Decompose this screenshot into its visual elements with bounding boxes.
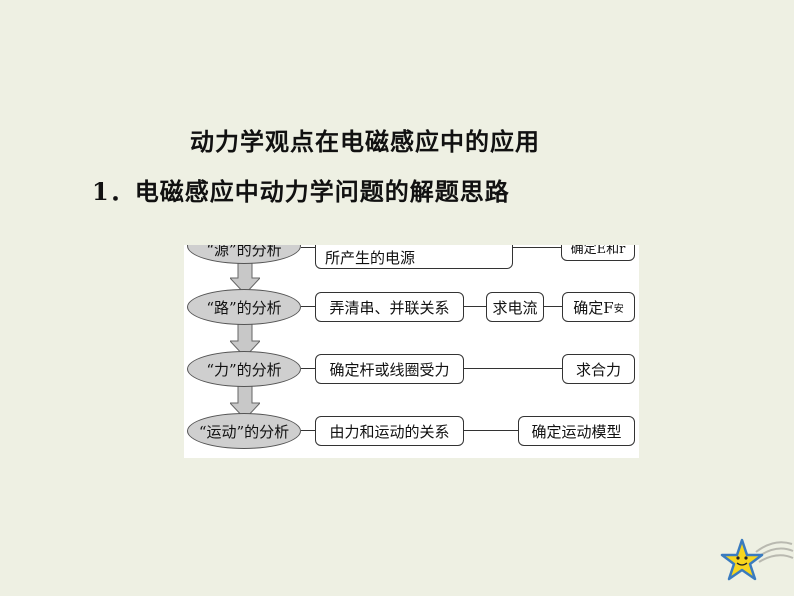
- ampere-subscript: 安: [613, 303, 624, 315]
- power-source-box: 所产生的电源: [315, 245, 513, 269]
- motion-model-box: 确定运动模型: [518, 416, 635, 446]
- force-motion-relation-label: 由力和运动的关系: [329, 422, 450, 441]
- resultant-force-box: 求合力: [562, 354, 635, 384]
- source-analysis-oval: “源”的分析: [187, 245, 301, 264]
- star-decoration-icon: [720, 538, 794, 581]
- force-motion-relation-box: 由力和运动的关系: [315, 416, 464, 446]
- slide-subtitle: 1．电磁感应中动力学问题的解题思路: [92, 177, 510, 206]
- series-parallel-box: 弄清串、并联关系: [315, 292, 464, 322]
- find-current-box: 求电流: [486, 292, 544, 322]
- find-current-label: 求电流: [492, 298, 538, 317]
- connector-line: [464, 368, 562, 369]
- connector-line: [464, 306, 486, 307]
- down-arrow-icon: [230, 323, 260, 357]
- circuit-analysis-oval: “路”的分析: [187, 289, 301, 325]
- slide-title: 动力学观点在电磁感应中的应用: [190, 127, 540, 156]
- flow-diagram: “源”的分析 所产生的电源 确定E和r “路”的分析 弄清串、并联关系 求电流 …: [184, 245, 639, 458]
- force-analysis-oval: “力”的分析: [187, 351, 301, 387]
- determine-e-r-label: 确定E和r: [570, 245, 626, 257]
- connector-line: [301, 247, 315, 248]
- rod-force-box: 确定杆或线圈受力: [315, 354, 464, 384]
- circuit-analysis-label: “路”的分析: [206, 298, 282, 317]
- power-source-label: 所产生的电源: [325, 248, 416, 267]
- connector-line: [513, 247, 561, 248]
- determine-force-label: 确定F: [573, 298, 614, 317]
- motion-analysis-label: “运动”的分析: [198, 422, 290, 441]
- motion-model-label: 确定运动模型: [531, 422, 622, 441]
- series-parallel-label: 弄清串、并联关系: [329, 298, 450, 317]
- determine-e-r-box: 确定E和r: [561, 245, 635, 261]
- motion-analysis-oval: “运动”的分析: [187, 413, 301, 449]
- force-analysis-label: “力”的分析: [206, 360, 282, 379]
- connector-line: [301, 430, 315, 431]
- connector-line: [464, 430, 518, 431]
- connector-line: [301, 306, 315, 307]
- rod-force-label: 确定杆或线圈受力: [329, 360, 450, 379]
- connector-line: [301, 368, 315, 369]
- connector-line: [544, 306, 562, 307]
- resultant-force-label: 求合力: [575, 360, 621, 379]
- down-arrow-icon: [230, 385, 260, 419]
- source-analysis-label: “源”的分析: [206, 245, 282, 259]
